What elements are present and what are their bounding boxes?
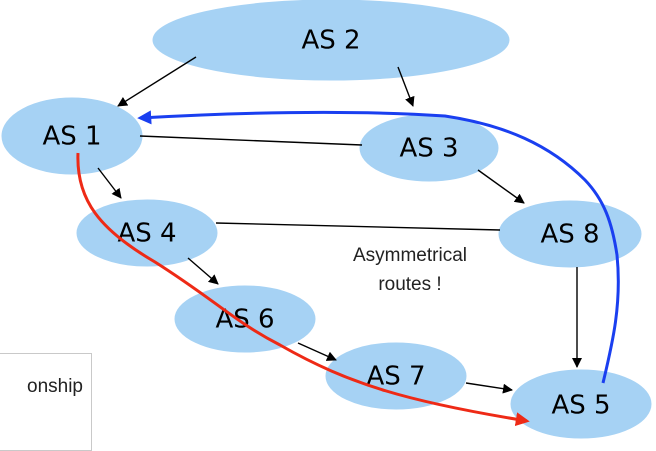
node-as5: AS 5 (510, 369, 652, 439)
annotation-line-1: Asymmetrical (353, 245, 467, 266)
node-label-as8: AS 8 (540, 220, 599, 250)
node-label-as1: AS 1 (42, 122, 101, 152)
node-as7: AS 7 (325, 342, 467, 410)
edge-as2-as3 (397, 66, 415, 107)
node-as2: AS 2 (152, 0, 510, 81)
edge-as4-as6 (187, 257, 219, 285)
route-red (76, 152, 530, 427)
legend-box: onship (0, 353, 92, 451)
as-topology-diagram: AS 2 AS 1 AS 3 AS 4 AS 8 AS 6 AS 7 AS 5 … (1, 0, 652, 439)
edge-as3-as8 (477, 169, 525, 204)
node-as8: AS 8 (498, 200, 642, 268)
node-label-as2: AS 2 (301, 26, 360, 56)
node-as3: AS 3 (359, 114, 499, 182)
edge-as1-as3-peer (139, 135, 363, 146)
legend-text: onship (27, 376, 83, 397)
edge-as4-as8-peer (215, 222, 501, 231)
node-as1: AS 1 (1, 97, 143, 175)
route-blue (137, 110, 620, 384)
node-label-as5: AS 5 (551, 391, 610, 421)
node-as6: AS 6 (174, 285, 316, 353)
edge-as6-as7 (297, 342, 337, 361)
annotation-line-2: routes ! (378, 274, 441, 295)
edge-as2-as1 (117, 56, 197, 107)
edge-as1-as4 (97, 167, 122, 199)
edge-as7-as5 (465, 382, 513, 394)
node-label-as3: AS 3 (399, 134, 458, 164)
